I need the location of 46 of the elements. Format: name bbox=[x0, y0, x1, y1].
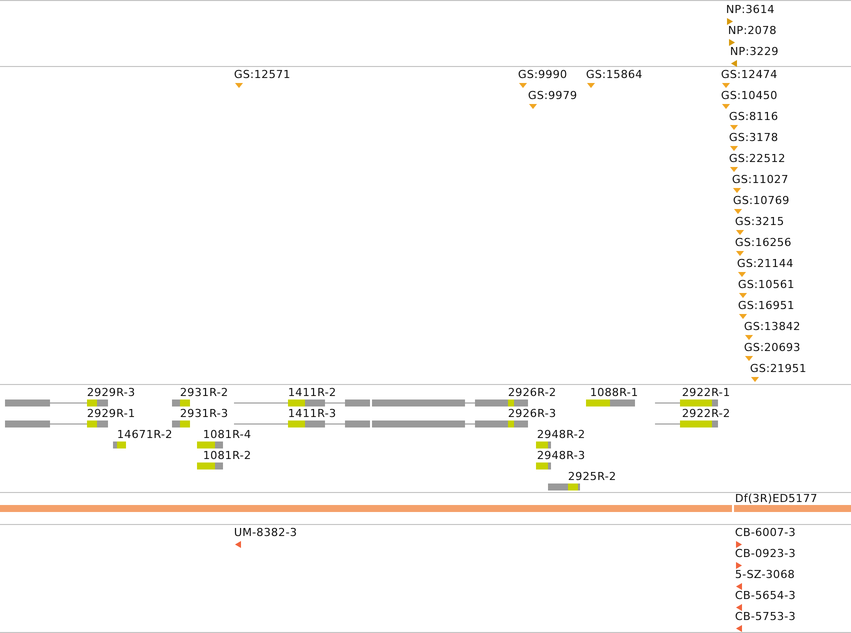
feature-label: 1081R-4 bbox=[203, 428, 252, 441]
feature-label: NP:3614 bbox=[726, 3, 775, 16]
feature-label: 2948R-3 bbox=[537, 449, 586, 462]
feature-label: GS:9990 bbox=[518, 68, 568, 81]
feature-label: GS:21144 bbox=[737, 257, 794, 270]
feature-label: GS:3215 bbox=[735, 215, 784, 228]
feature-label: GS:12474 bbox=[721, 68, 778, 81]
feature-label: 1411R-2 bbox=[288, 386, 336, 399]
feature-label: GS:10450 bbox=[721, 89, 778, 102]
feature-label: 2929R-3 bbox=[87, 386, 136, 399]
feature-label: 2931R-2 bbox=[180, 386, 228, 399]
feature-label: 1081R-2 bbox=[203, 449, 252, 462]
feature-label: GS:10769 bbox=[733, 194, 790, 207]
feature-label: GS:16951 bbox=[738, 299, 795, 312]
feature-label: GS:11027 bbox=[732, 173, 789, 186]
feature-label: 2931R-3 bbox=[180, 407, 228, 420]
feature-label: GS:13842 bbox=[744, 320, 801, 333]
feature-label: CB-5753-3 bbox=[735, 610, 796, 623]
feature-label: GS:22512 bbox=[729, 152, 786, 165]
feature-label: 2922R-1 bbox=[682, 386, 730, 399]
feature-label: 2926R-3 bbox=[508, 407, 556, 420]
feature-label: GS:15864 bbox=[586, 68, 643, 81]
feature-label: 14671R-2 bbox=[117, 428, 173, 441]
feature-label: 2929R-1 bbox=[87, 407, 136, 420]
feature-label: NP:3229 bbox=[730, 45, 779, 58]
feature-label: 5-SZ-3068 bbox=[735, 568, 795, 581]
feature-label: CB-0923-3 bbox=[735, 547, 796, 560]
feature-label: GS:9979 bbox=[528, 89, 578, 102]
feature-label: NP:2078 bbox=[728, 24, 777, 37]
feature-label: GS:12571 bbox=[234, 68, 291, 81]
feature-label: GS:21951 bbox=[750, 362, 807, 375]
feature-label: 2948R-2 bbox=[537, 428, 586, 441]
feature-label: GS:3178 bbox=[729, 131, 778, 144]
feature-label: Df(3R)ED5177 bbox=[735, 492, 818, 505]
feature-label: GS:10561 bbox=[738, 278, 795, 291]
feature-label: 2926R-2 bbox=[508, 386, 556, 399]
feature-label: 2922R-2 bbox=[682, 407, 730, 420]
feature-label: GS:20693 bbox=[744, 341, 801, 354]
feature-label: GS:8116 bbox=[729, 110, 778, 123]
feature-label: CB-5654-3 bbox=[735, 589, 796, 602]
feature-label: 1411R-3 bbox=[288, 407, 336, 420]
feature-label: UM-8382-3 bbox=[234, 526, 298, 539]
feature-label: GS:16256 bbox=[735, 236, 792, 249]
feature-label: 2925R-2 bbox=[568, 470, 616, 483]
feature-label: CB-6007-3 bbox=[735, 526, 796, 539]
feature-label: 1088R-1 bbox=[590, 386, 638, 399]
